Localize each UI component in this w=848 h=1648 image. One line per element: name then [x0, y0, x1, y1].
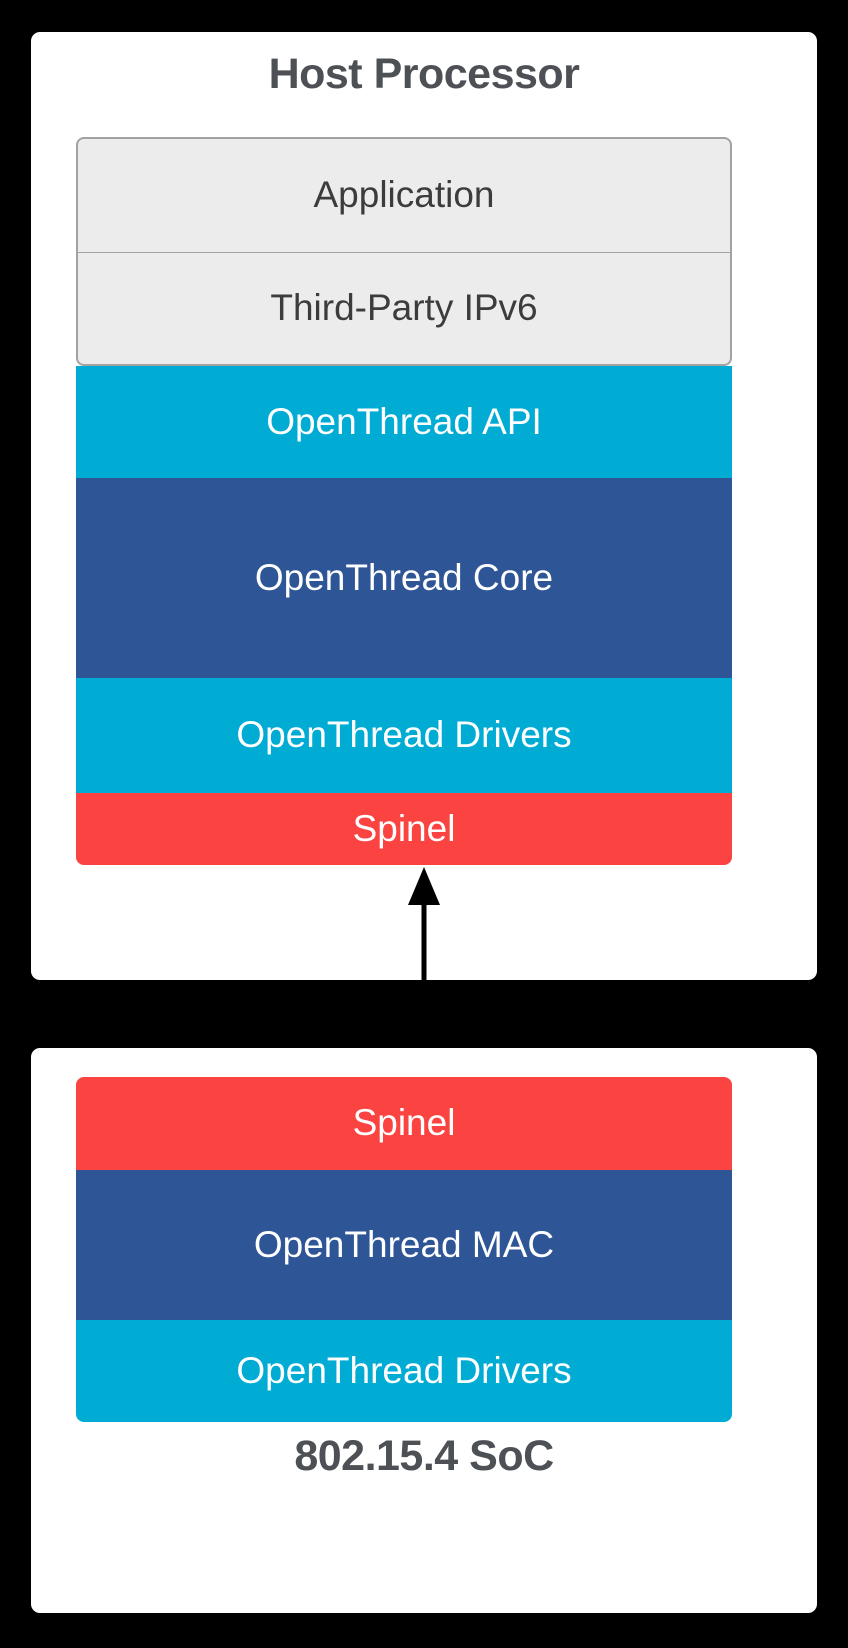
layer-openthread-drivers-host-label: OpenThread Drivers: [236, 714, 572, 756]
host-processor-layer-stack: Application Third-Party IPv6 OpenThread …: [76, 137, 732, 865]
layer-openthread-mac-label: OpenThread MAC: [253, 1223, 555, 1265]
soc-layer-stack: Spinel OpenThread MAC OpenThread Drivers: [76, 1077, 732, 1422]
layer-openthread-drivers-soc-label: OpenThread Drivers: [236, 1349, 572, 1391]
soc-title: 802.15.4 SoC: [294, 1432, 554, 1480]
host-processor-title: Host Processor: [268, 50, 580, 98]
layer-application: Application: [76, 137, 732, 253]
layer-openthread-core-label: OpenThread Core: [254, 556, 554, 598]
layer-third-party-ipv6: Third-Party IPv6: [76, 252, 732, 366]
layer-openthread-drivers-soc: OpenThread Drivers: [76, 1320, 732, 1422]
layer-spinel-soc-label: Spinel: [352, 1102, 456, 1144]
layer-spinel-host: Spinel: [76, 793, 732, 865]
layer-openthread-drivers-host: OpenThread Drivers: [76, 678, 732, 793]
layer-third-party-ipv6-label: Third-Party IPv6: [270, 287, 538, 329]
layer-openthread-api: OpenThread API: [76, 366, 732, 478]
layer-application-label: Application: [313, 174, 495, 216]
layer-spinel-host-label: Spinel: [352, 807, 456, 849]
layer-openthread-core: OpenThread Core: [76, 478, 732, 678]
layer-openthread-mac: OpenThread MAC: [76, 1170, 732, 1320]
layer-openthread-api-label: OpenThread API: [266, 400, 542, 442]
layer-spinel-soc: Spinel: [76, 1077, 732, 1170]
